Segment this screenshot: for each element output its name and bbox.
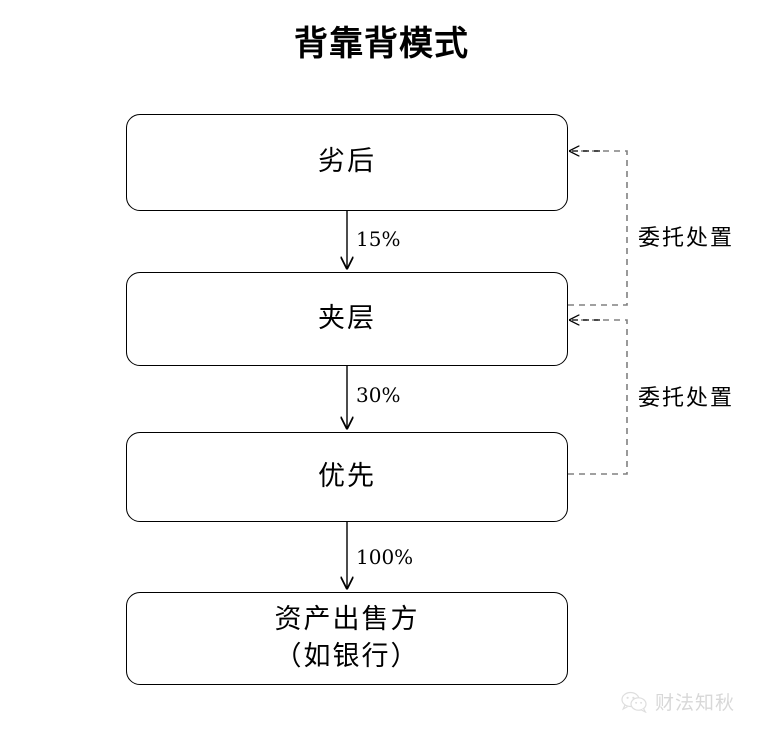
node-mezzanine-label: 夹层 xyxy=(318,302,376,334)
side-connector-lower-label: 委托处置 xyxy=(638,386,735,411)
wechat-bubble-icon xyxy=(620,691,648,713)
page-title: 背靠背模式 xyxy=(294,24,469,64)
watermark: 财法知秋 xyxy=(620,688,735,715)
node-asset-seller[interactable]: 资产出售方 （如银行） xyxy=(126,592,568,685)
flow-label-100-percent: 100% xyxy=(356,545,414,569)
node-senior[interactable]: 优先 xyxy=(126,432,568,522)
node-subordinate[interactable]: 劣后 xyxy=(126,114,568,211)
side-connector-lower xyxy=(568,319,628,475)
flow-label-15-percent: 15% xyxy=(356,227,401,251)
side-connector-upper-label: 委托处置 xyxy=(638,226,735,251)
side-connector-upper xyxy=(568,150,628,306)
node-mezzanine[interactable]: 夹层 xyxy=(126,272,568,366)
flow-label-30-percent: 30% xyxy=(356,383,401,407)
node-subordinate-label: 劣后 xyxy=(318,146,376,178)
node-asset-seller-label: 资产出售方 （如银行） xyxy=(274,604,420,672)
watermark-text: 财法知秋 xyxy=(655,692,736,714)
node-senior-label: 优先 xyxy=(318,460,376,492)
